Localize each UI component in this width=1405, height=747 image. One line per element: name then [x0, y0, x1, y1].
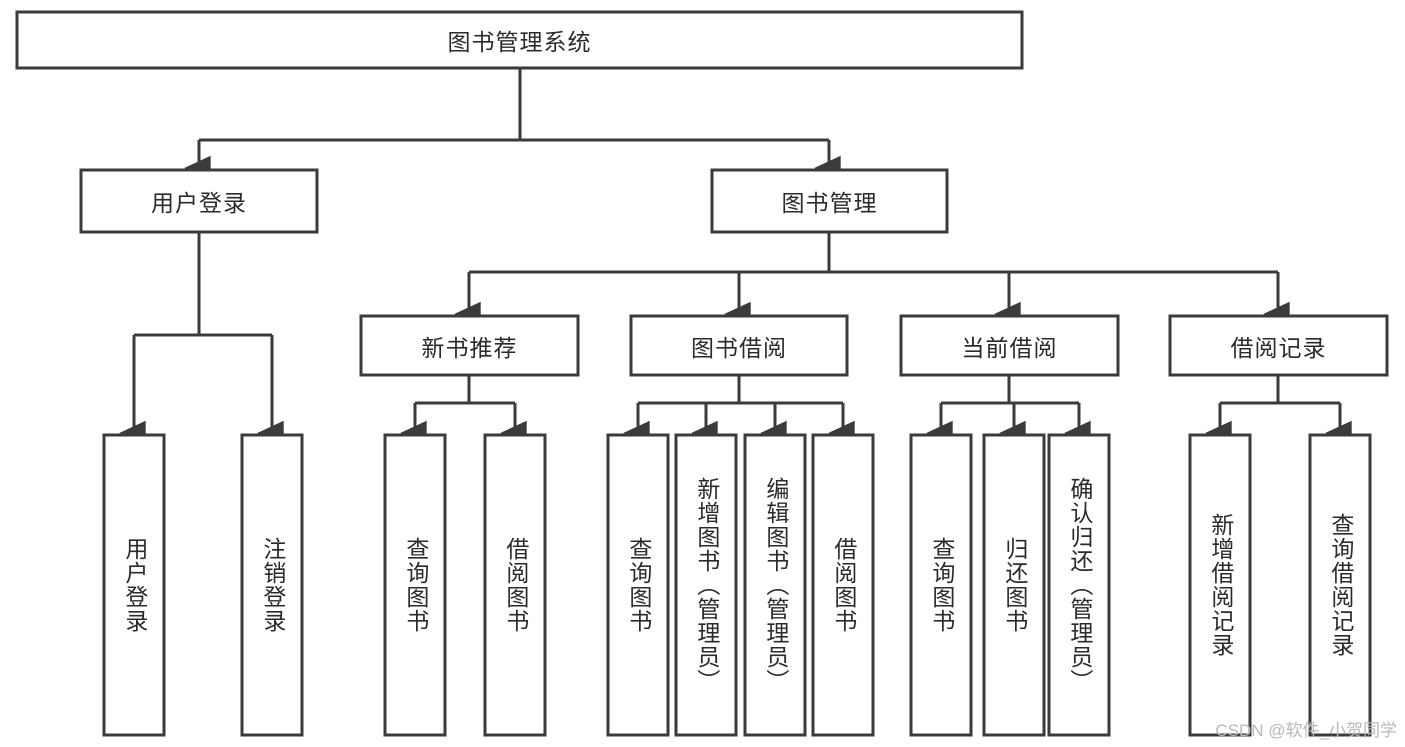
- leaf-node-box[interactable]: [240, 433, 304, 737]
- leaf-node-box[interactable]: [1188, 433, 1252, 737]
- level3-node-box[interactable]: [629, 314, 849, 377]
- level3-node-box[interactable]: [1168, 314, 1389, 377]
- level2-node-box[interactable]: [79, 168, 319, 234]
- level2-node-box[interactable]: [710, 168, 949, 234]
- leaf-node-box[interactable]: [811, 433, 875, 737]
- leaf-node-box[interactable]: [383, 433, 447, 737]
- leaf-node-box[interactable]: [1308, 433, 1372, 737]
- leaf-node-box[interactable]: [909, 433, 973, 737]
- connector-group: [134, 232, 272, 433]
- connector-group: [941, 375, 1079, 433]
- level3-node-box[interactable]: [359, 314, 580, 377]
- level3-node-box[interactable]: [899, 314, 1120, 377]
- connector-group: [469, 232, 1278, 314]
- connector-group: [638, 375, 843, 433]
- root-node-box[interactable]: [15, 10, 1024, 70]
- connector-group: [199, 68, 829, 168]
- boxes-layer: [15, 10, 1389, 737]
- leaf-node-box[interactable]: [674, 433, 738, 737]
- leaf-node-box[interactable]: [982, 433, 1046, 737]
- connector-group: [1220, 375, 1340, 433]
- leaf-node-box[interactable]: [102, 433, 166, 737]
- leaf-node-box[interactable]: [1047, 433, 1111, 737]
- leaf-node-box[interactable]: [606, 433, 670, 737]
- leaf-node-box[interactable]: [743, 433, 807, 737]
- leaf-node-box[interactable]: [483, 433, 547, 737]
- connections-layer: [134, 68, 1340, 433]
- connector-group: [415, 375, 515, 433]
